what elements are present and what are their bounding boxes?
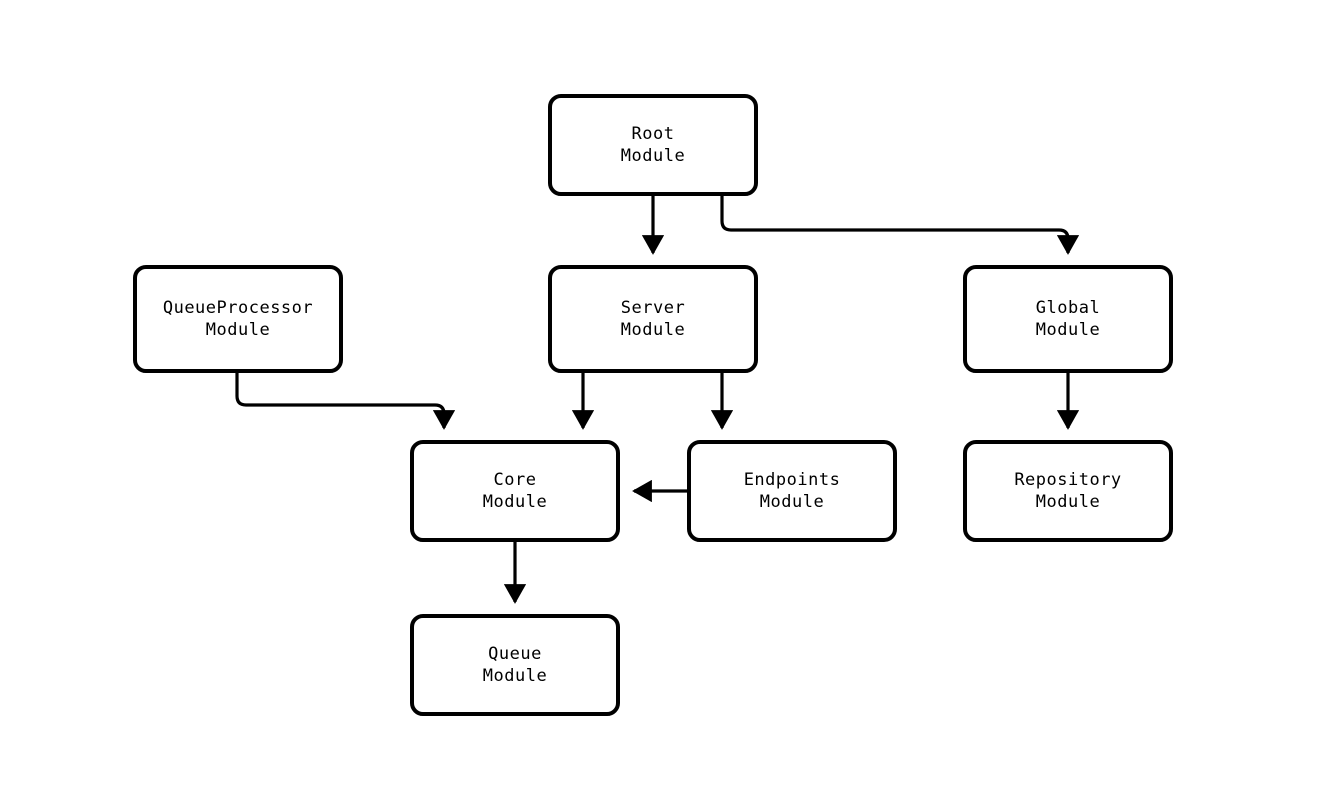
node-server-label-line1: Server: [620, 298, 686, 318]
node-queue-label-line1: Queue: [488, 644, 542, 664]
node-endpoints-label-line2: Module: [759, 492, 825, 512]
node-repository-label-line2: Module: [1035, 492, 1101, 512]
node-global-label-line1: Global: [1035, 298, 1101, 318]
node-root-label-line1: Root: [631, 124, 675, 144]
node-queueprocessor-label-line1: QueueProcessor: [162, 298, 314, 318]
node-core-label-line1: Core: [493, 470, 537, 490]
node-queue[interactable]: Queue Module: [410, 614, 620, 716]
edge-root-global: [720, 196, 1080, 255]
node-server-label-line2: Module: [620, 320, 686, 340]
node-repository[interactable]: Repository Module: [963, 440, 1173, 542]
node-server[interactable]: Server Module: [548, 265, 758, 373]
node-global[interactable]: Global Module: [963, 265, 1173, 373]
node-queueprocessor[interactable]: QueueProcessor Module: [133, 265, 343, 373]
node-repository-label-line1: Repository: [1014, 470, 1122, 490]
node-queue-label-line2: Module: [482, 666, 548, 686]
node-root[interactable]: Root Module: [548, 94, 758, 196]
node-core-label-line2: Module: [482, 492, 548, 512]
node-global-label-line2: Module: [1035, 320, 1101, 340]
node-core[interactable]: Core Module: [410, 440, 620, 542]
node-endpoints-label-line1: Endpoints: [743, 470, 841, 490]
edges-group: [235, 196, 1080, 604]
node-root-label-line2: Module: [620, 146, 686, 166]
node-queueprocessor-label-line2: Module: [205, 320, 271, 340]
edge-queueprocessor-core: [235, 373, 456, 430]
node-endpoints[interactable]: Endpoints Module: [687, 440, 897, 542]
